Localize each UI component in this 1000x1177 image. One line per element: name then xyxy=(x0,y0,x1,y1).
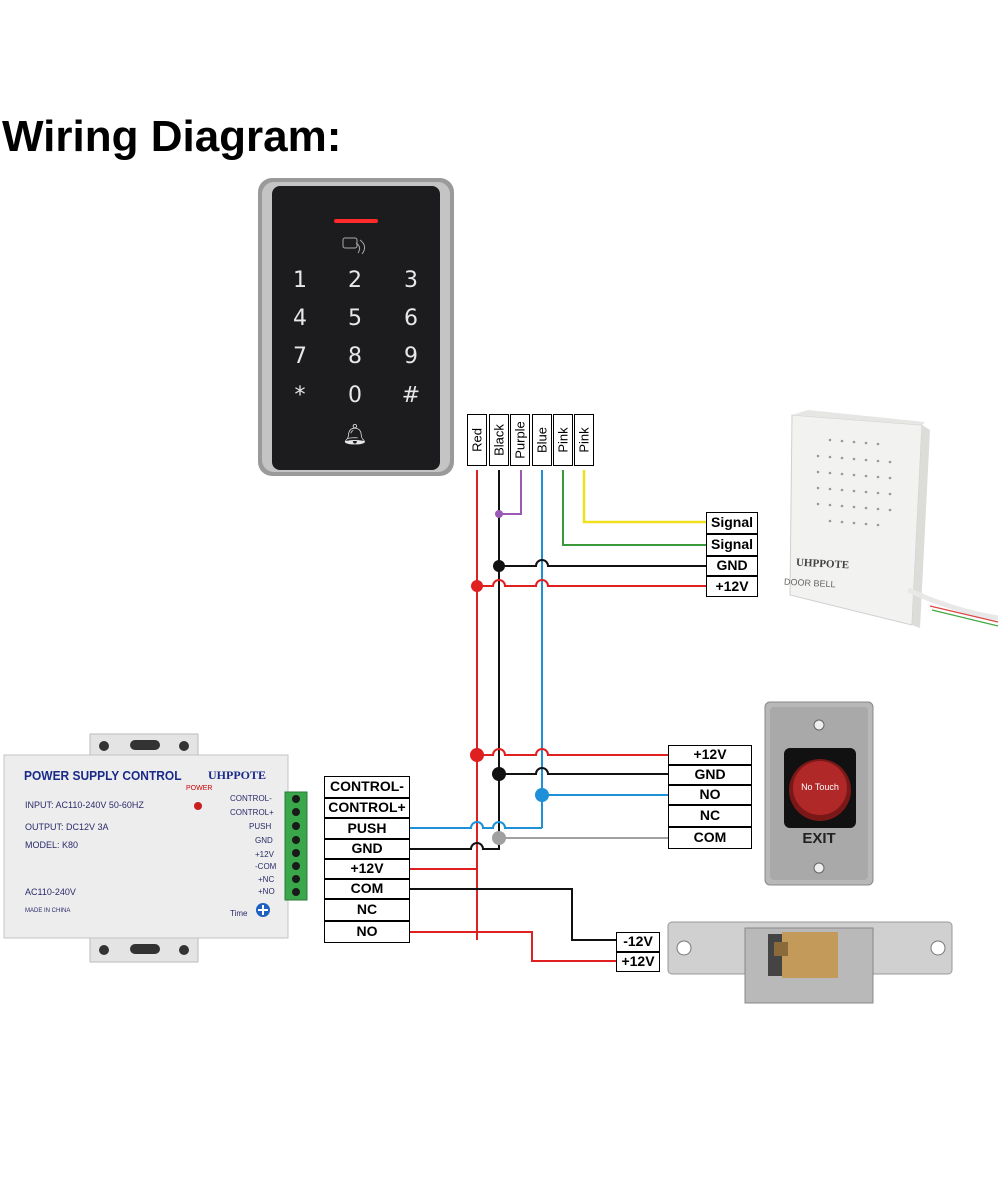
psu-title: POWER SUPPLY CONTROL xyxy=(24,768,182,783)
lock-terminal-minus-12v: -12V xyxy=(616,932,660,952)
key-7[interactable]: 7 xyxy=(293,344,307,369)
doorbell-terminal-signal-2: Signal xyxy=(706,534,758,556)
psu-terminal-12v: +12V xyxy=(324,859,410,879)
psu-label-control-minus: CONTROL- xyxy=(230,794,272,803)
wire-label-purple: Purple xyxy=(510,414,530,466)
power-supply-device xyxy=(3,733,308,963)
psu-label-com: -COM xyxy=(255,862,277,871)
bell-key-icon[interactable]: 🔔︎ xyxy=(342,422,368,446)
key-hash[interactable]: # xyxy=(401,383,421,408)
doorbell-terminal-gnd: GND xyxy=(706,556,758,576)
wire-label-black: Black xyxy=(489,414,509,466)
exit-button-device xyxy=(764,701,874,886)
psu-label-nc: +NC xyxy=(258,875,275,884)
psu-output: OUTPUT: DC12V 3A xyxy=(25,822,109,832)
key-0[interactable]: 0 xyxy=(348,383,362,408)
wire-label-pink-1: Pink xyxy=(553,414,573,466)
key-6[interactable]: 6 xyxy=(404,306,418,331)
psu-terminal-gnd: GND xyxy=(324,839,410,859)
key-star[interactable]: * xyxy=(294,383,306,408)
key-1[interactable]: 1 xyxy=(293,268,307,293)
key-4[interactable]: 4 xyxy=(293,306,307,331)
page-title: Wiring Diagram: xyxy=(2,112,342,161)
terminal-screws xyxy=(292,795,300,896)
lock-terminal-plus-12v: +12V xyxy=(616,952,660,972)
exit-terminal-no: NO xyxy=(668,785,752,805)
exit-button-face-text[interactable]: No Touch xyxy=(801,782,839,792)
psu-made-in: MADE IN CHINA xyxy=(25,908,71,914)
speaker-grille xyxy=(816,438,892,527)
doorbell-terminal-12v: +12V xyxy=(706,576,758,597)
key-9[interactable]: 9 xyxy=(404,344,418,369)
psu-terminal-com: COM xyxy=(324,879,410,899)
psu-time: Time xyxy=(230,909,248,918)
keypad-device xyxy=(258,178,454,476)
psu-terminal-control-minus: CONTROL- xyxy=(324,776,410,798)
psu-ac: AC110-240V xyxy=(25,887,76,897)
psu-label-no: +NO xyxy=(258,887,275,896)
psu-label-control-plus: CONTROL+ xyxy=(230,808,274,817)
psu-label-gnd: GND xyxy=(255,836,273,845)
exit-label: EXIT xyxy=(802,830,836,847)
key-3[interactable]: 3 xyxy=(404,268,418,293)
wires xyxy=(410,470,706,962)
wire-label-blue: Blue xyxy=(532,414,552,466)
card-icon xyxy=(342,237,358,249)
doorbell-terminal-signal-1: Signal xyxy=(706,512,758,534)
psu-terminal-no: NO xyxy=(324,921,410,943)
psu-label-push: PUSH xyxy=(249,822,272,831)
key-5[interactable]: 5 xyxy=(348,306,362,331)
exit-terminal-gnd: GND xyxy=(668,765,752,785)
psu-terminal-control-plus: CONTROL+ xyxy=(324,798,410,818)
psu-label-12v: +12V xyxy=(255,850,274,859)
psu-power-label: POWER xyxy=(186,785,213,792)
key-8[interactable]: 8 xyxy=(348,344,362,369)
psu-model: MODEL: K80 xyxy=(25,840,79,850)
exit-terminal-nc: NC xyxy=(668,805,752,827)
key-2[interactable]: 2 xyxy=(348,268,362,293)
exit-terminal-com: COM xyxy=(668,827,752,849)
psu-terminal-push: PUSH xyxy=(324,818,410,839)
strike-lock-device xyxy=(667,921,953,1004)
doorbell-device xyxy=(789,410,999,628)
wire-label-red: Red xyxy=(467,414,487,466)
psu-input: INPUT: AC110-240V 50-60HZ xyxy=(25,800,144,810)
psu-brand: UHPPOTE xyxy=(208,768,267,782)
psu-terminal-nc: NC xyxy=(324,899,410,921)
keypad-led xyxy=(334,219,378,223)
exit-terminal-12v: +12V xyxy=(668,745,752,765)
wire-label-pink-2: Pink xyxy=(574,414,594,466)
